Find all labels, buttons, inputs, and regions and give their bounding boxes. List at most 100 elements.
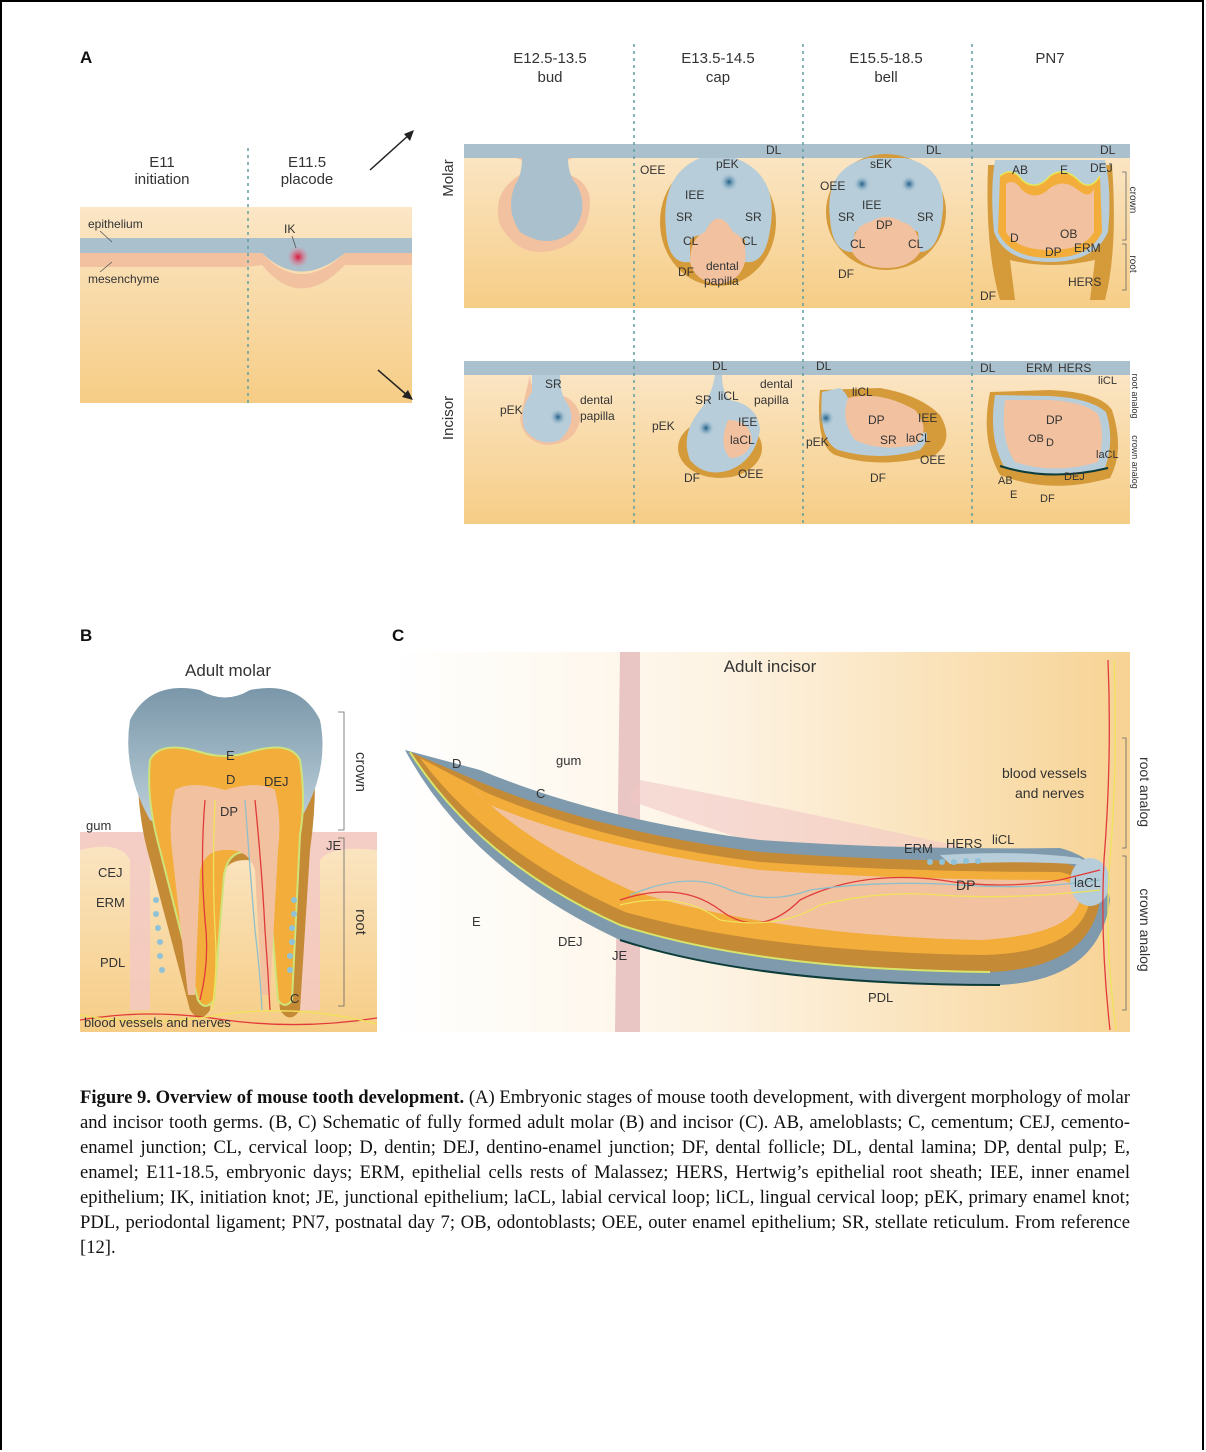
epithelium-band	[80, 238, 412, 253]
molar-cej: CEJ	[98, 865, 123, 880]
molar-erm: ERM	[96, 895, 125, 910]
ibell-pek: pEK	[806, 435, 829, 449]
icap-lacl: laCL	[730, 433, 755, 447]
incisor-dp: DP	[956, 877, 975, 893]
ipn7-licl: liCL	[1098, 375, 1117, 387]
icap-dl: DL	[712, 359, 728, 373]
stage-initiation-placode: E11 initiation E11.5 placode epithelium …	[80, 148, 412, 403]
mesenchyme-layer	[80, 253, 245, 267]
cap-dp2: papilla	[704, 274, 739, 288]
pn7-ob: OB	[1060, 227, 1077, 241]
cap-sr1: SR	[676, 210, 693, 224]
cap-sr2: SR	[745, 210, 762, 224]
molar-gum: gum	[86, 818, 111, 833]
adult-molar: Adult molar crown root E D DEJ DP gum JE	[80, 652, 377, 1032]
ipn7-erm: ERM	[1026, 361, 1053, 375]
icap-oee: OEE	[738, 467, 763, 481]
bell-oee: OEE	[820, 179, 845, 193]
label-ik: IK	[284, 222, 295, 236]
incisor-dej: DEJ	[558, 934, 583, 949]
cap-dl: DL	[766, 143, 782, 157]
ibell-iee: IEE	[918, 411, 937, 425]
ibell-df: DF	[870, 471, 886, 485]
bell-cl1: CL	[850, 237, 866, 251]
pn7-dl: DL	[1100, 143, 1116, 157]
icap-licl: liCL	[718, 389, 739, 403]
molar-vessels: blood vessels and nerves	[84, 1015, 231, 1030]
ipn7-df: DF	[1040, 493, 1055, 505]
ibell-sr: SR	[880, 433, 897, 447]
icap-dp1: dental	[760, 377, 793, 391]
panel-label-c: C	[392, 626, 404, 645]
molar-e: E	[226, 748, 235, 763]
incisor-je: JE	[612, 948, 628, 963]
molar-epithelium	[464, 144, 1130, 158]
ibell-oee: OEE	[920, 453, 945, 467]
ibell-lacl: laCL	[906, 431, 931, 445]
ipn7-ob: OB	[1028, 433, 1044, 445]
incisor-pdl: PDL	[868, 990, 893, 1005]
icap-sr: SR	[695, 393, 712, 407]
stage-bud-code: E12.5-13.5	[513, 50, 586, 67]
molar-row: Molar OEE pEK DL IEE SR SR CL CL DF dent…	[440, 143, 1138, 308]
pn7-dp: DP	[1045, 245, 1062, 259]
incisor-lacl: laCL	[1074, 875, 1101, 890]
molar-root: root	[352, 909, 369, 936]
bell-cl2: CL	[908, 237, 924, 251]
molar-je: JE	[326, 838, 342, 853]
cap-cl2: CL	[742, 234, 758, 248]
bell-sr1: SR	[838, 210, 855, 224]
cap-cl1: CL	[683, 234, 699, 248]
bell-dl: DL	[926, 143, 942, 157]
stage-bell-code: E15.5-18.5	[849, 50, 922, 67]
ibud-dp2: papilla	[580, 409, 615, 423]
ipn7-d: D	[1046, 437, 1054, 449]
incisor-d: D	[452, 756, 461, 771]
ipn7-crown-analog: crown analog	[1130, 435, 1140, 489]
stage-pn7-code: PN7	[1035, 50, 1064, 67]
panel-label-a: A	[80, 48, 92, 67]
incisor-erm: ERM	[904, 841, 933, 856]
pn7-hers: HERS	[1068, 275, 1101, 289]
bell-sr2: SR	[917, 210, 934, 224]
figure-diagram: A E11 initiation E11.5 placode epitheliu…	[0, 0, 1206, 1060]
icap-iee: IEE	[738, 415, 757, 429]
bell-iee: IEE	[862, 198, 881, 212]
ibell-dp: DP	[868, 413, 885, 427]
pn7-root: root	[1127, 255, 1138, 272]
panel-label-b: B	[80, 626, 92, 645]
incisor-row: Incisor SR pEK dental papilla DL dental …	[440, 359, 1140, 524]
cap-df: DF	[678, 265, 694, 279]
ipn7-root-analog: root analog	[1130, 373, 1140, 418]
icap-df: DF	[684, 471, 700, 485]
icap-pek: pEK	[652, 419, 675, 433]
stage-e115-code: E11.5	[288, 154, 326, 171]
incisor-gum: gum	[556, 753, 581, 768]
ibell-licl: liCL	[852, 385, 873, 399]
molar-dej: DEJ	[264, 774, 289, 789]
cap-dp1: dental	[706, 259, 739, 273]
svg-text:OEE: OEE	[640, 163, 665, 177]
pn7-erm: ERM	[1074, 241, 1101, 255]
pn7-df: DF	[980, 289, 996, 303]
stage-bud-name: bud	[537, 69, 562, 86]
stage-cap-code: E13.5-14.5	[681, 50, 754, 67]
incisor-root-analog: root analog	[1137, 757, 1153, 827]
incisor-e: E	[472, 914, 481, 929]
bell-df: DF	[838, 267, 854, 281]
mesenchyme-background	[80, 207, 412, 403]
incisor-licl: liCL	[992, 832, 1014, 847]
incisor-crown-analog: crown analog	[1137, 888, 1153, 971]
ipn7-dl: DL	[980, 361, 996, 375]
incisor-c: C	[536, 786, 545, 801]
stage-cap-name: cap	[706, 69, 730, 86]
pn7-crown: crown	[1127, 187, 1138, 214]
caption-body: (A) Embryonic stages of mouse tooth deve…	[80, 1087, 1130, 1258]
row-label-molar: Molar	[440, 159, 457, 197]
stage-bell-name: bell	[874, 69, 897, 86]
ipn7-dp: DP	[1046, 413, 1063, 427]
ipn7-dej: DEJ	[1064, 471, 1085, 483]
pn7-ab: AB	[1012, 163, 1028, 177]
cap-iee: IEE	[685, 188, 704, 202]
ibud-pek: pEK	[500, 403, 523, 417]
